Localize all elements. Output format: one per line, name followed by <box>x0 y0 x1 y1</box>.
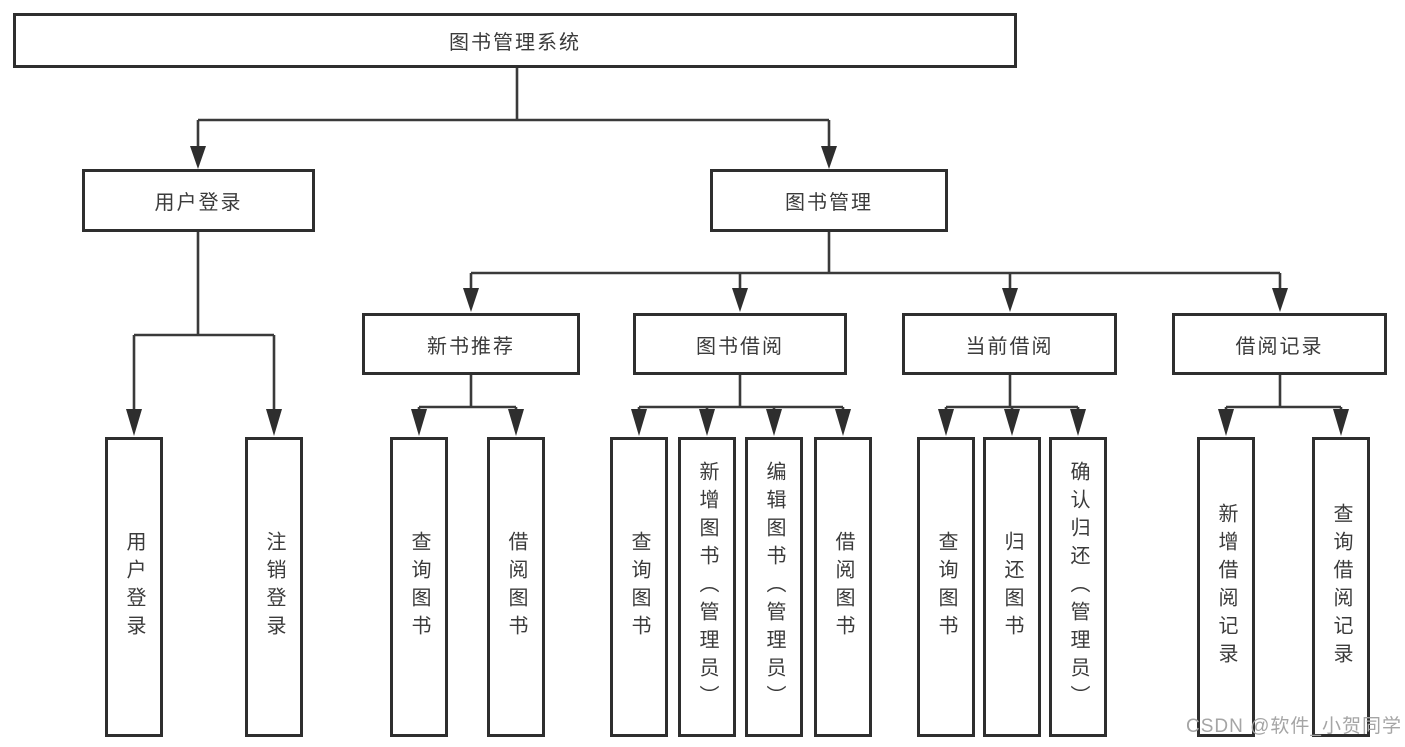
leaf-borrow-book: 借阅图书 <box>814 437 872 737</box>
leaf-recommend-query-books: 查询图书 <box>390 437 448 737</box>
watermark: CSDN @软件_小贺同学 <box>1186 716 1402 737</box>
node-current-borrow-label: 当前借阅 <box>965 335 1054 358</box>
leaf-add-book-admin: 新增图书（管理员） <box>678 437 736 737</box>
leaf-add-borrow-record: 新增借阅记录 <box>1197 437 1255 737</box>
leaf-query-borrow-record: 查询借阅记录 <box>1312 437 1370 737</box>
node-root-label: 图书管理系统 <box>449 32 581 54</box>
leaf-borrow-query-books: 查询图书 <box>610 437 668 737</box>
leaf-recommend-borrow-books: 借阅图书 <box>487 437 545 737</box>
leaf-return-book-label: 归还图书 <box>1001 531 1023 643</box>
node-user-login-group: 用户登录 <box>82 169 315 232</box>
leaf-edit-book-admin-label: 编辑图书（管理员） <box>763 461 785 713</box>
leaf-user-login: 用户登录 <box>105 437 163 737</box>
node-book-management-label: 图书管理 <box>785 192 873 214</box>
leaf-borrow-query-books-label: 查询图书 <box>628 531 650 643</box>
leaf-current-query-books: 查询图书 <box>917 437 975 737</box>
leaf-recommend-query-books-label: 查询图书 <box>408 531 430 643</box>
node-root: 图书管理系统 <box>13 13 1017 68</box>
leaf-edit-book-admin: 编辑图书（管理员） <box>745 437 803 737</box>
node-new-book-recommend-label: 新书推荐 <box>427 335 515 358</box>
node-new-book-recommend: 新书推荐 <box>362 313 580 375</box>
node-borrow-record: 借阅记录 <box>1172 313 1387 375</box>
node-user-login-group-label: 用户登录 <box>154 192 243 214</box>
node-book-borrow: 图书借阅 <box>633 313 847 375</box>
node-borrow-record-label: 借阅记录 <box>1235 335 1324 358</box>
leaf-logout: 注销登录 <box>245 437 303 737</box>
leaf-user-login-label: 用户登录 <box>123 531 145 643</box>
leaf-logout-label: 注销登录 <box>263 531 285 643</box>
node-current-borrow: 当前借阅 <box>902 313 1117 375</box>
leaf-query-borrow-record-label: 查询借阅记录 <box>1330 503 1352 671</box>
leaf-confirm-return-admin-label: 确认归还（管理员） <box>1067 461 1089 713</box>
leaf-add-borrow-record-label: 新增借阅记录 <box>1215 503 1237 671</box>
leaf-current-query-books-label: 查询图书 <box>935 531 957 643</box>
leaf-return-book: 归还图书 <box>983 437 1041 737</box>
leaf-add-book-admin-label: 新增图书（管理员） <box>696 461 718 713</box>
node-book-management: 图书管理 <box>710 169 948 232</box>
leaf-confirm-return-admin: 确认归还（管理员） <box>1049 437 1107 737</box>
node-book-borrow-label: 图书借阅 <box>696 335 784 358</box>
leaf-recommend-borrow-books-label: 借阅图书 <box>505 531 527 643</box>
leaf-borrow-book-label: 借阅图书 <box>832 531 854 643</box>
